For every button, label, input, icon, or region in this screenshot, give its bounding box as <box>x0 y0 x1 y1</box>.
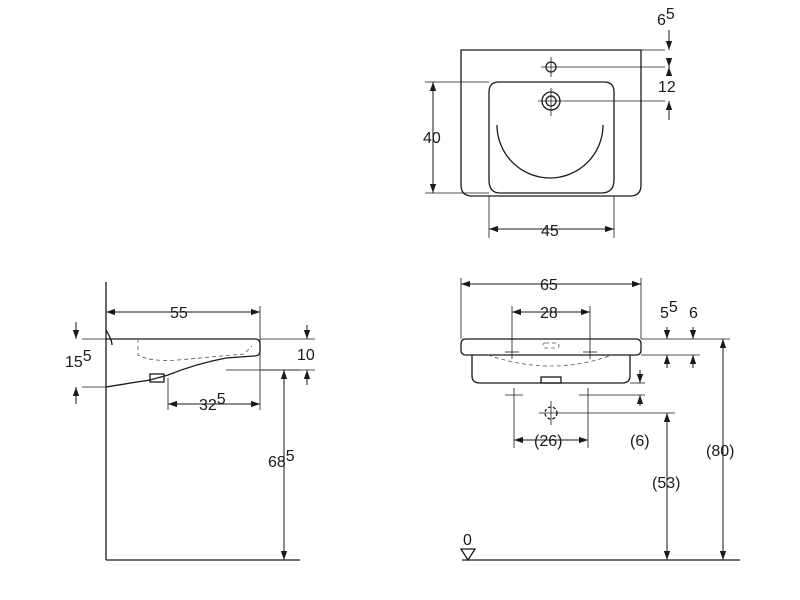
mount-point-right-icon <box>583 345 597 359</box>
side-view-basin <box>105 338 261 388</box>
dim-total-height: (80) <box>706 443 734 460</box>
dim-mount-spacing: 28 <box>540 305 558 322</box>
top-view-outline <box>460 49 642 197</box>
dim-tap-offset: 65 <box>657 6 675 29</box>
side-view-waste <box>149 373 165 383</box>
dim-supply-offset: (6) <box>630 433 650 450</box>
top-view-bowl-curve <box>496 124 604 179</box>
front-view-bowl-inner <box>487 354 613 367</box>
dim-bowl-depth: 40 <box>423 130 441 147</box>
side-view-rim-line <box>105 329 113 346</box>
dim-rim-thickness-b: 6 <box>689 305 698 322</box>
front-view: 65 28 55 6 (26) (6) (53) (80) 0 <box>459 277 740 562</box>
dim-waste-offset: 325 <box>199 391 226 414</box>
tap-hole-icon <box>541 57 561 77</box>
drain-outlet-icon <box>539 401 563 425</box>
supply-point-left-icon <box>505 388 523 402</box>
dim-rim-thickness: 10 <box>297 347 315 364</box>
front-view-bowl <box>471 355 631 384</box>
dim-rim-thickness-a: 55 <box>660 299 678 322</box>
side-view-bowl-inner <box>137 339 253 361</box>
front-view-waste <box>540 376 562 384</box>
dim-rim-height: 155 <box>65 348 92 371</box>
side-view: 55 155 10 325 685 <box>65 282 315 561</box>
dim-tap-to-bowl: 12 <box>658 79 676 96</box>
dim-supply-spacing: (26) <box>534 433 562 450</box>
mount-point-left-icon <box>505 345 519 359</box>
floor-level-label: 0 <box>463 532 472 549</box>
dim-supply-height: (53) <box>652 475 680 492</box>
drain-icon <box>538 88 564 116</box>
dim-bowl-width: 45 <box>541 223 559 240</box>
top-view: 65 12 40 45 <box>423 6 676 240</box>
front-view-rim <box>460 338 642 356</box>
front-view-overflow <box>542 342 560 349</box>
top-view-bowl <box>488 81 615 194</box>
floor-level-icon <box>459 548 477 562</box>
dim-total-depth: 55 <box>170 305 188 322</box>
supply-point-right-icon <box>579 388 597 402</box>
dim-total-width: 65 <box>540 277 558 294</box>
dim-mount-height: 685 <box>268 448 295 471</box>
